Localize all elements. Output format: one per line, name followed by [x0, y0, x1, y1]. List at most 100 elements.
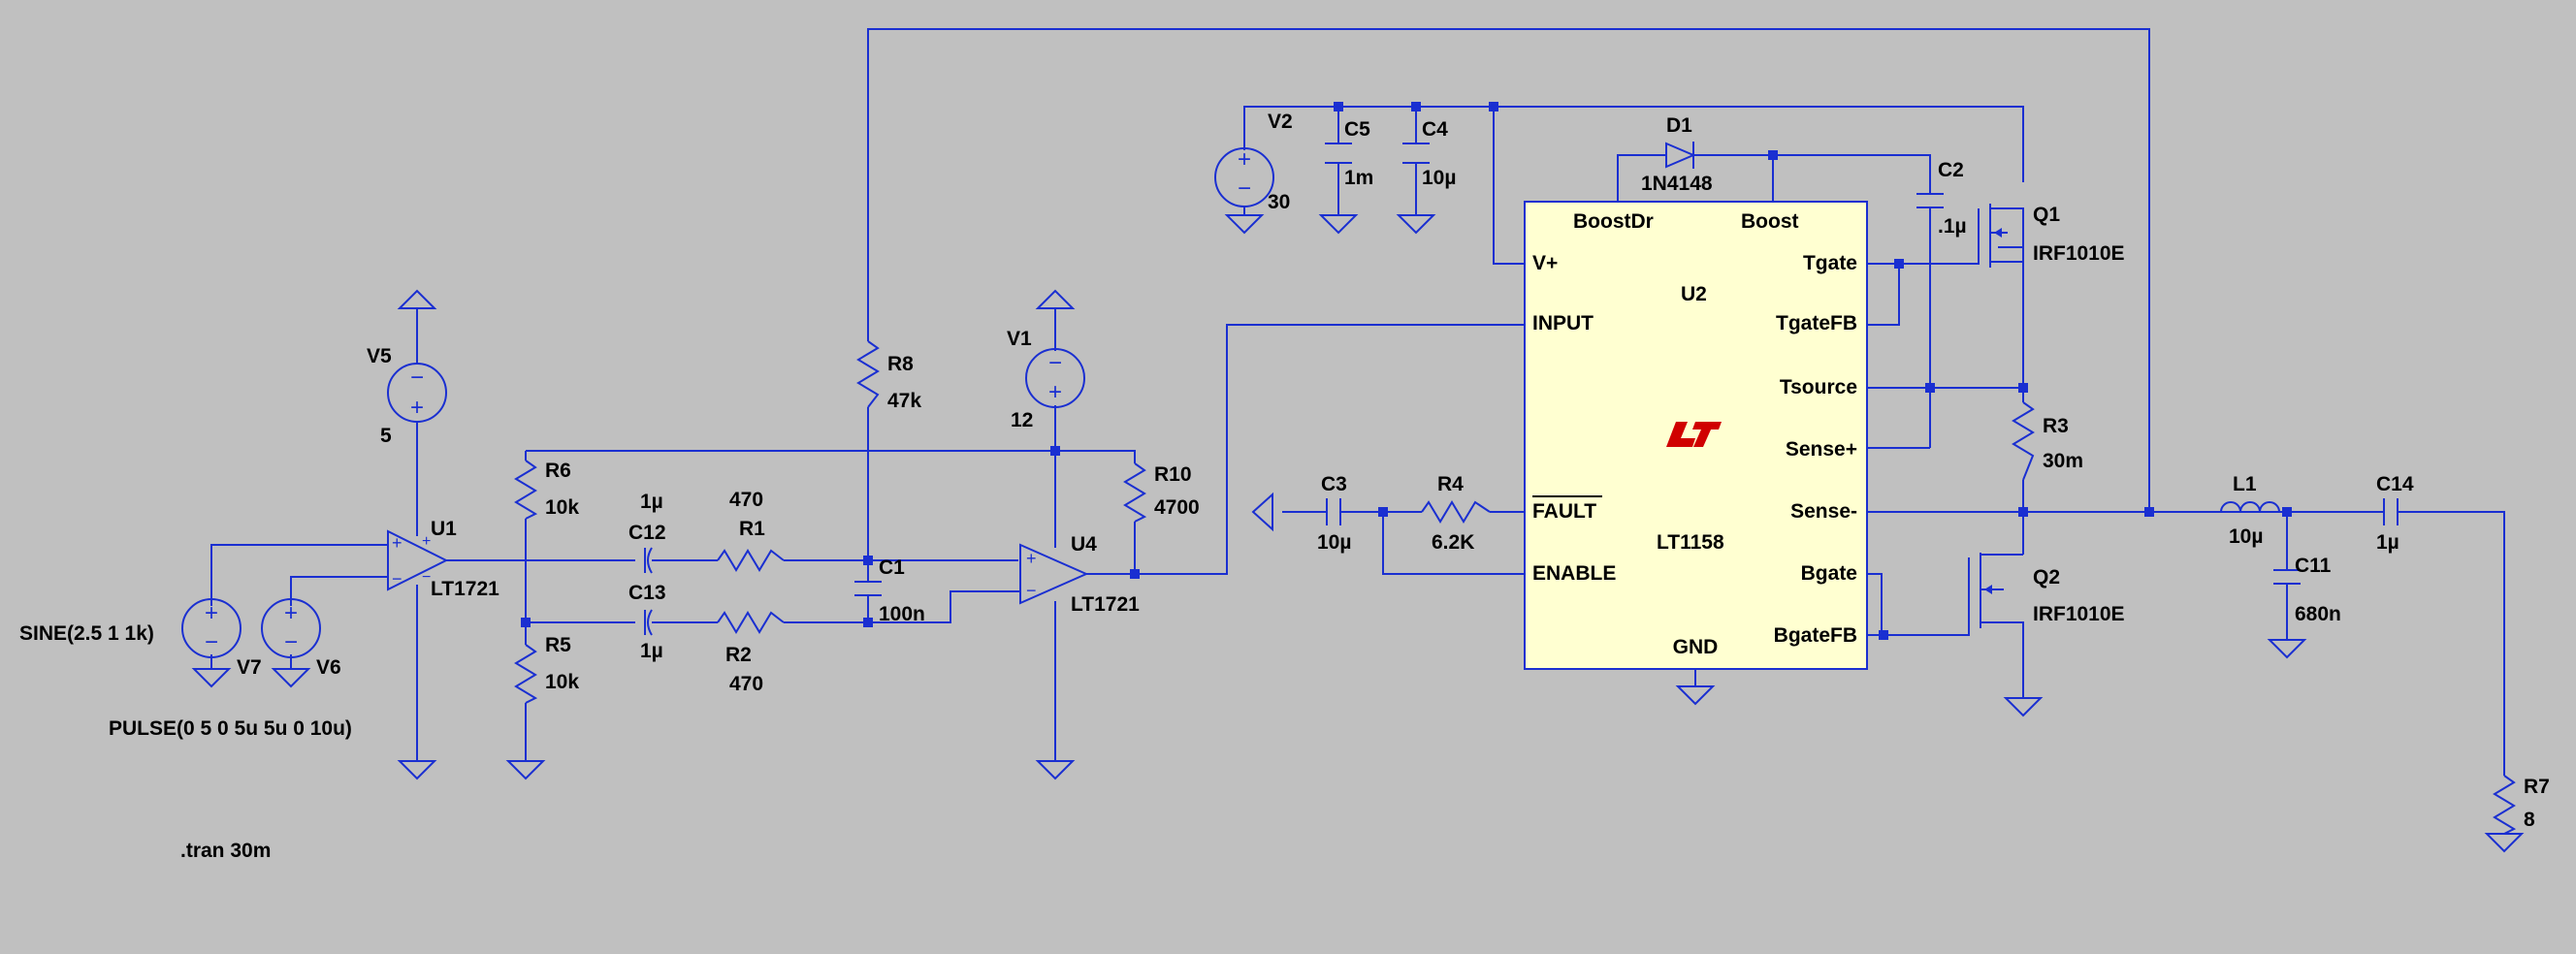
svg-text:V6: V6 [316, 656, 341, 679]
svg-text:R6: R6 [545, 460, 571, 482]
svg-text:1µ: 1µ [2376, 531, 2399, 554]
r6-resistor[interactable]: R6 10k [514, 460, 579, 520]
c4-capacitor[interactable]: C4 10µ [1402, 118, 1456, 189]
c3-capacitor[interactable]: C3 10µ [1317, 473, 1351, 554]
svg-text:C14: C14 [2376, 473, 2414, 495]
svg-text:C2: C2 [1938, 159, 1964, 181]
d1-diode[interactable]: D1 1N4148 [1641, 114, 1713, 195]
svg-text:1m: 1m [1344, 167, 1373, 189]
u2-ref: U2 [1681, 283, 1707, 305]
pin-vplus: V+ [1532, 252, 1558, 274]
r5-resistor[interactable]: R5 10k [514, 634, 579, 704]
svg-text:10µ: 10µ [2229, 525, 2263, 548]
svg-text:+: + [410, 395, 424, 421]
v7-source[interactable]: + − V7 SINE(2.5 1 1k) [19, 598, 262, 679]
r4-resistor[interactable]: R4 6.2K [1421, 473, 1491, 554]
svg-text:−: − [410, 365, 424, 391]
svg-text:R4: R4 [1437, 473, 1464, 495]
c13-capacitor[interactable]: C13 1µ [628, 582, 666, 662]
ground-symbols [191, 214, 2525, 853]
svg-text:8: 8 [2524, 809, 2535, 831]
c11-capacitor[interactable]: C11 680n [2273, 555, 2341, 625]
svg-text:SINE(2.5 1 1k): SINE(2.5 1 1k) [19, 622, 154, 645]
pin-bgatefb: BgateFB [1774, 624, 1857, 647]
svg-text:V7: V7 [237, 656, 262, 679]
r10-resistor[interactable]: R10 4700 [1123, 462, 1200, 523]
svg-text:5: 5 [380, 425, 392, 447]
svg-text:470: 470 [729, 489, 763, 511]
c12-capacitor[interactable]: C12 1µ [628, 491, 666, 574]
v1-source[interactable]: − + V1 12 [1007, 328, 1085, 431]
svg-text:LT1721: LT1721 [431, 578, 499, 600]
svg-text:R3: R3 [2043, 415, 2069, 437]
svg-text:−: − [284, 629, 298, 655]
r3-resistor[interactable]: R3 30m [2012, 401, 2083, 481]
wires [210, 28, 2505, 776]
lt-logo [1666, 422, 1722, 447]
pin-gnd: GND [1673, 636, 1719, 658]
r1-resistor[interactable]: R1 470 [717, 489, 785, 572]
u2-part: LT1158 [1657, 531, 1724, 554]
junction-dots [521, 102, 2292, 640]
c14-capacitor[interactable]: C14 1µ [2376, 473, 2414, 554]
svg-text:R2: R2 [725, 644, 752, 666]
svg-text:C13: C13 [628, 582, 666, 604]
svg-text:47k: 47k [887, 390, 921, 412]
svg-text:R1: R1 [739, 518, 765, 540]
svg-text:Q1: Q1 [2033, 204, 2060, 226]
svg-text:1N4148: 1N4148 [1641, 173, 1713, 195]
svg-text:PULSE(0 5 0 5u 5u 0 10u): PULSE(0 5 0 5u 5u 0 10u) [109, 717, 352, 740]
svg-text:R7: R7 [2524, 776, 2550, 798]
r8-resistor[interactable]: R8 47k [856, 340, 921, 412]
c1-capacitor[interactable]: C1 100n [854, 556, 925, 625]
svg-text:V1: V1 [1007, 328, 1032, 350]
u4-comparator[interactable]: + − U4 LT1721 [1019, 533, 1140, 616]
svg-text:U1: U1 [431, 518, 457, 540]
svg-text:+: + [284, 600, 298, 626]
c2-capacitor[interactable]: C2 .1µ [1916, 159, 1967, 238]
svg-text:4700: 4700 [1154, 496, 1200, 519]
svg-text:L1: L1 [2233, 473, 2257, 495]
pin-boostdr: BoostDr [1573, 210, 1654, 233]
pin-boost: Boost [1741, 210, 1799, 233]
u2-lt1158[interactable]: BoostDr Boost V+ Tgate U2 INPUT TgateFB … [1524, 201, 1868, 670]
q2-mosfet[interactable]: Q2 IRF1010E [1968, 553, 2125, 654]
pin-senseminus: Sense- [1790, 500, 1857, 523]
r2-resistor[interactable]: R2 470 [717, 611, 785, 695]
svg-text:−: − [1026, 581, 1037, 600]
u1-comparator[interactable]: + − + − U1 LT1721 [387, 518, 499, 600]
svg-text:−: − [1048, 350, 1062, 376]
svg-text:+: + [1048, 379, 1062, 405]
svg-text:10k: 10k [545, 671, 579, 693]
svg-text:D1: D1 [1666, 114, 1692, 137]
svg-text:+: + [392, 533, 402, 553]
svg-text:.1µ: .1µ [1938, 215, 1967, 238]
svg-text:10µ: 10µ [1422, 167, 1456, 189]
pin-tgatefb: TgateFB [1776, 312, 1857, 334]
svg-text:IRF1010E: IRF1010E [2033, 242, 2125, 265]
c5-capacitor[interactable]: C5 1m [1325, 118, 1373, 189]
svg-text:C1: C1 [879, 556, 905, 579]
svg-text:−: − [1238, 175, 1251, 202]
l1-inductor[interactable]: L1 10µ [2149, 473, 2280, 548]
v5-source[interactable]: − + V5 5 [367, 345, 447, 447]
svg-text:V2: V2 [1268, 111, 1293, 133]
svg-text:−: − [205, 629, 218, 655]
svg-text:C12: C12 [628, 522, 666, 544]
pin-tsource: Tsource [1780, 376, 1857, 398]
svg-text:10k: 10k [545, 496, 579, 519]
svg-text:C5: C5 [1344, 118, 1370, 141]
pin-tgate: Tgate [1803, 252, 1857, 274]
svg-text:680n: 680n [2295, 603, 2341, 625]
svg-text:U4: U4 [1071, 533, 1097, 556]
svg-text:R5: R5 [545, 634, 571, 656]
svg-text:100n: 100n [879, 603, 925, 625]
svg-text:+: + [422, 533, 431, 550]
pin-fault: FAULT [1532, 500, 1596, 523]
q1-mosfet[interactable]: Q1 IRF1010E [1978, 204, 2125, 268]
v2-source[interactable]: + − V2 30 [1214, 111, 1293, 213]
v6-source[interactable]: + − V6 PULSE(0 5 0 5u 5u 0 10u) [109, 598, 352, 740]
svg-text:30: 30 [1268, 191, 1290, 213]
r7-resistor[interactable]: R7 8 [2493, 775, 2550, 835]
